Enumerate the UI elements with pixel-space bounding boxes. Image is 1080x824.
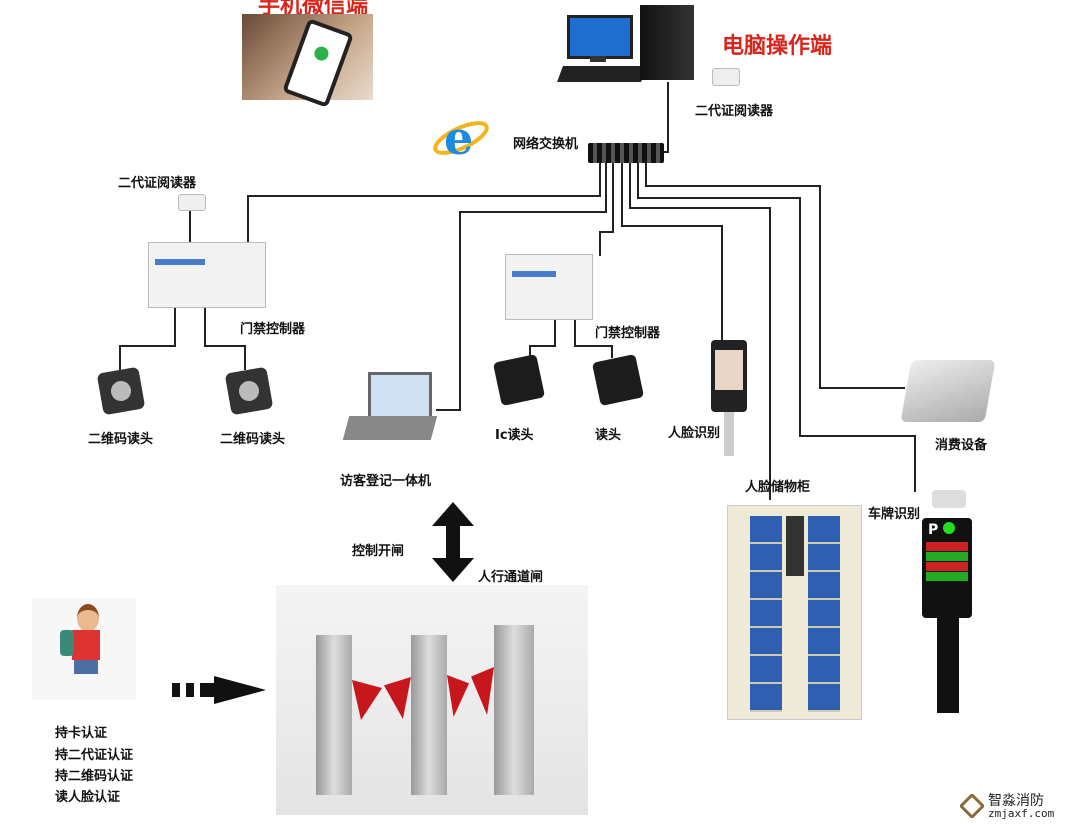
visitor-kiosk-icon (368, 372, 432, 420)
keyboard-icon (557, 66, 647, 82)
plate-camera-icon (932, 490, 966, 508)
double-arrow-icon (432, 502, 474, 582)
line-switch-pc (662, 82, 669, 153)
line-switch-face (621, 162, 723, 340)
id-reader-left-label: 二代证阅读器 (118, 176, 197, 191)
access-controller-1 (148, 242, 266, 308)
watermark-logo-icon (960, 794, 984, 818)
line-switch-controller2 (599, 162, 614, 256)
line-switch-locker (629, 162, 771, 500)
pc-title: 电脑操作端 (722, 34, 833, 59)
switch-label: 网络交换机 (513, 137, 579, 152)
control-gate-label: 控制开闸 (352, 544, 405, 559)
id-reader-top-label: 二代证阅读器 (695, 104, 774, 119)
qr-reader-2-icon (224, 366, 274, 416)
visitor-kiosk-label: 访客登记一体机 (340, 474, 432, 489)
line-switch-controller1 (247, 162, 601, 242)
id-reader-left-icon (178, 194, 206, 211)
ic-reader-label: Ic读头 (495, 428, 534, 443)
auth-method: 持二代证认证 (55, 748, 134, 763)
consumption-device-icon (900, 360, 996, 422)
face-terminal-icon (711, 340, 747, 412)
auth-method: 持二维码认证 (55, 769, 134, 784)
access-controller-2 (505, 254, 593, 320)
controller-2-label: 门禁控制器 (595, 326, 661, 341)
network-switch-icon (588, 143, 664, 163)
consumption-device-label: 消费设备 (935, 438, 988, 453)
svg-text:e: e (444, 111, 473, 165)
id-reader-icon (712, 68, 740, 86)
face-locker-label: 人脸储物柜 (745, 480, 811, 495)
pedestrian-gate-label: 人行通道闸 (478, 570, 544, 585)
controller-1-label: 门禁控制器 (240, 322, 306, 337)
face-terminal-stand (724, 412, 734, 456)
parking-terminal-icon: P (922, 518, 972, 618)
kiosk-base (342, 416, 438, 440)
dashed-arrow-icon (172, 676, 266, 704)
mobile-phone-photo (242, 14, 373, 108)
walking-person-icon (32, 598, 136, 700)
watermark: 智淼消防 zmjaxf.com (958, 788, 1078, 822)
auth-method: 持卡认证 (55, 726, 108, 741)
watermark-name: 智淼消防 (988, 793, 1044, 809)
plate-recognition-label: 车牌识别 (868, 507, 921, 522)
ic-reader-icon (492, 353, 546, 407)
face-locker-icon (727, 505, 862, 720)
pc-tower-icon (640, 5, 694, 80)
card-reader-icon (591, 353, 645, 407)
ie-logo-icon: e (432, 110, 490, 165)
monitor-stand (590, 56, 606, 62)
qr-reader-1-icon (96, 366, 146, 416)
qr-reader-2-label: 二维码读头 (220, 432, 286, 447)
qr-reader-1-label: 二维码读头 (88, 432, 154, 447)
face-recognition-label: 人脸识别 (668, 426, 721, 441)
line-switch-consume (645, 162, 905, 389)
pedestrian-gate-image (276, 585, 588, 815)
reader-label: 读头 (595, 428, 622, 443)
auth-method: 读人脸认证 (55, 790, 121, 805)
parking-post (937, 618, 959, 713)
line-switch-plate (637, 162, 916, 492)
monitor-icon (567, 15, 633, 59)
line-switch-kiosk (436, 162, 607, 411)
watermark-url: zmjaxf.com (988, 807, 1055, 820)
